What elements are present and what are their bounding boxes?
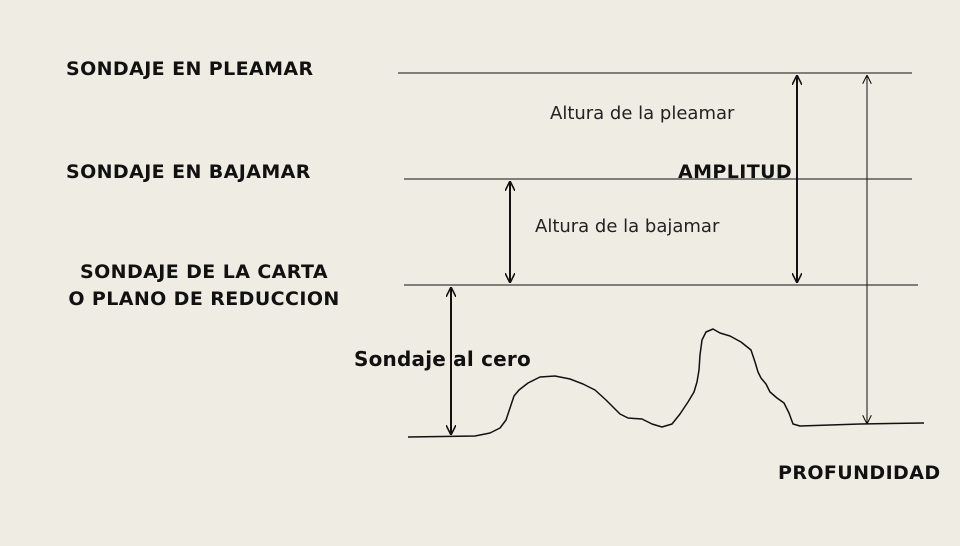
seabed-profile [407, 328, 925, 438]
label-sondaje-carta: SONDAJE DE LA CARTA O PLANO DE REDUCCION [52, 259, 356, 313]
label-altura-bajamar: Altura de la bajamar [535, 216, 720, 237]
label-sondaje-bajamar: SONDAJE EN BAJAMAR [66, 161, 311, 183]
label-amplitud: AMPLITUD [678, 161, 793, 183]
label-sondaje-cero: Sondaje al cero [354, 347, 531, 371]
label-sondaje-carta-line2: O PLANO DE REDUCCION [68, 288, 340, 310]
label-sondaje-carta-line1: SONDAJE DE LA CARTA [80, 261, 328, 283]
label-profundidad: PROFUNDIDAD [778, 462, 941, 484]
label-sondaje-pleamar: SONDAJE EN PLEAMAR [66, 58, 314, 80]
label-altura-pleamar: Altura de la pleamar [550, 103, 735, 124]
